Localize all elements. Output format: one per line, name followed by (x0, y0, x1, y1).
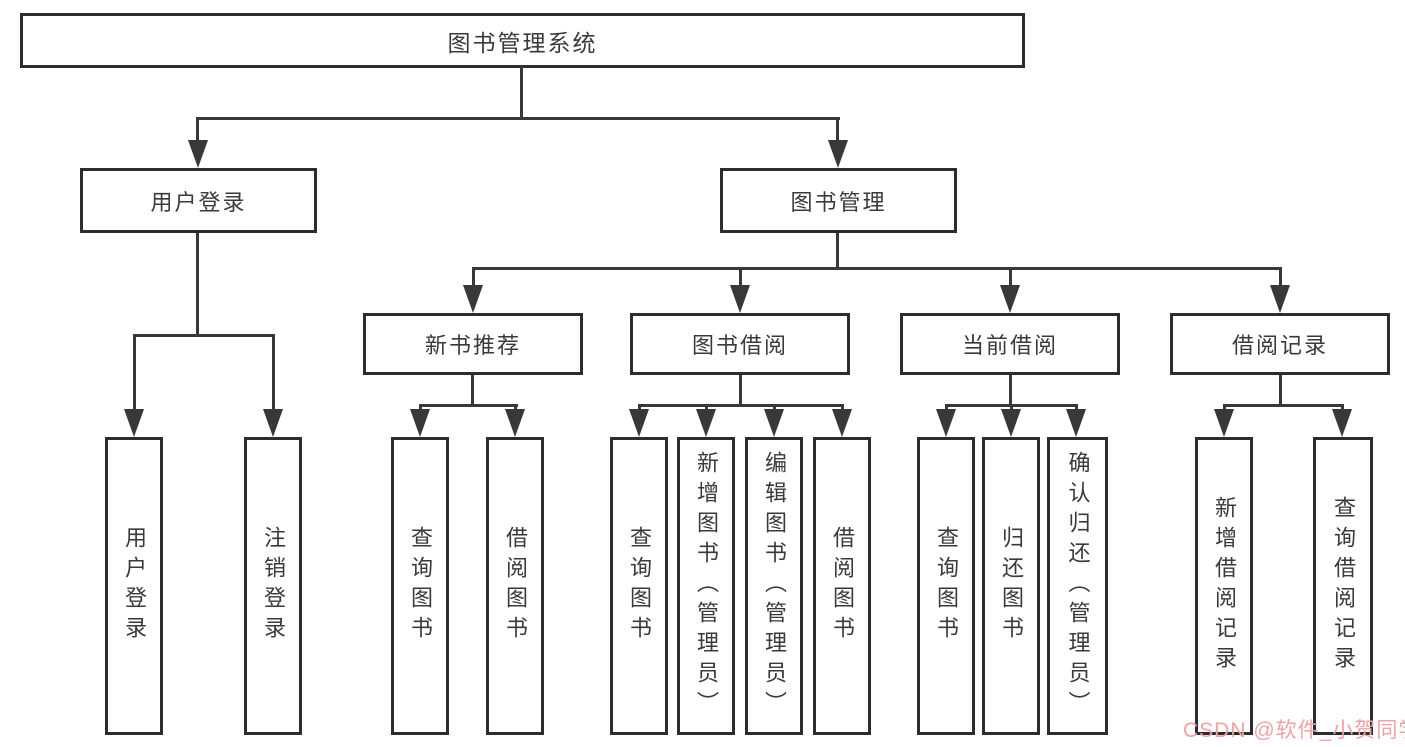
node-user-login: 用户登录 (80, 168, 317, 233)
arrowhead-bb3 (764, 409, 784, 437)
arrowhead-new-book (463, 285, 483, 313)
arrowhead-bb1 (629, 409, 649, 437)
leaf-nb-query-book: 查询图书 (391, 437, 449, 735)
arrowhead-bb2 (696, 409, 716, 437)
connector-borrow-records-bus (1223, 404, 1344, 407)
connector-drop-book-mgmt (836, 117, 839, 143)
leaf-user-login: 用户登录 (105, 437, 163, 735)
node-current-borrow: 当前借阅 (900, 313, 1120, 375)
leaf-logout: 注销登录 (244, 437, 302, 735)
arrowhead-logout-leaf (263, 409, 283, 437)
csdn-watermark: CSDN @软件_小贺同学 (1183, 719, 1405, 742)
connector-drop-borrow-records (1279, 267, 1282, 288)
arrowhead-borrow-records (1270, 285, 1290, 313)
leaf-bb-query-book: 查询图书 (610, 437, 668, 735)
node-library-management-system: 图书管理系统 (20, 13, 1025, 68)
arrowhead-cb3 (1066, 409, 1086, 437)
arrowhead-current-borrow (1000, 285, 1020, 313)
leaf-cb-confirm-return-admin: 确认归还（管理员） (1047, 437, 1108, 735)
node-new-book-recommend: 新书推荐 (363, 313, 583, 375)
leaf-bb-edit-book-admin: 编辑图书（管理员） (745, 437, 803, 735)
arrowhead-br2 (1332, 409, 1352, 437)
leaf-bb-borrow-book: 借阅图书 (813, 437, 871, 735)
connector-new-book-stem (471, 375, 474, 407)
connector-book-borrow-bus (638, 404, 844, 407)
connector-root-trunk (520, 66, 523, 120)
connector-user-login-bus (133, 334, 275, 337)
connector-drop-current-borrow (1009, 267, 1012, 288)
node-book-borrow: 图书借阅 (630, 313, 850, 375)
connector-level2-bus (196, 117, 840, 120)
connector-level3-bus (472, 267, 1282, 270)
arrowhead-bb4 (832, 409, 852, 437)
leaf-cb-query-book: 查询图书 (917, 437, 975, 735)
connector-drop-user-login (196, 117, 199, 143)
arrowhead-br1 (1214, 409, 1234, 437)
connector-book-borrow-stem (739, 375, 742, 407)
arrowhead-book-mgmt (828, 140, 848, 168)
arrowhead-login-leaf (124, 409, 144, 437)
leaf-cb-return-book: 归还图书 (982, 437, 1040, 735)
arrowhead-nb2 (505, 409, 525, 437)
arrowhead-nb1 (410, 409, 430, 437)
connector-drop-logout-leaf (272, 334, 275, 412)
connector-book-mgmt-stem (836, 233, 839, 270)
arrowhead-cb2 (1001, 409, 1021, 437)
connector-user-login-stem (196, 233, 199, 337)
leaf-nb-borrow-book: 借阅图书 (486, 437, 544, 735)
arrowhead-book-borrow (730, 285, 750, 313)
arrowhead-user-login (188, 140, 208, 168)
connector-current-borrow-stem (1009, 375, 1012, 407)
connector-borrow-records-stem (1279, 375, 1282, 407)
connector-drop-login-leaf (133, 334, 136, 412)
leaf-bb-add-book-admin: 新增图书（管理员） (677, 437, 735, 735)
leaf-br-query-record: 查询借阅记录 (1313, 437, 1373, 735)
connector-new-book-bus (419, 404, 518, 407)
arrowhead-cb1 (936, 409, 956, 437)
connector-drop-new-book (472, 267, 475, 288)
leaf-br-add-record: 新增借阅记录 (1195, 437, 1253, 735)
connector-drop-book-borrow (739, 267, 742, 288)
node-book-management: 图书管理 (720, 168, 957, 233)
node-borrow-records: 借阅记录 (1170, 313, 1390, 375)
